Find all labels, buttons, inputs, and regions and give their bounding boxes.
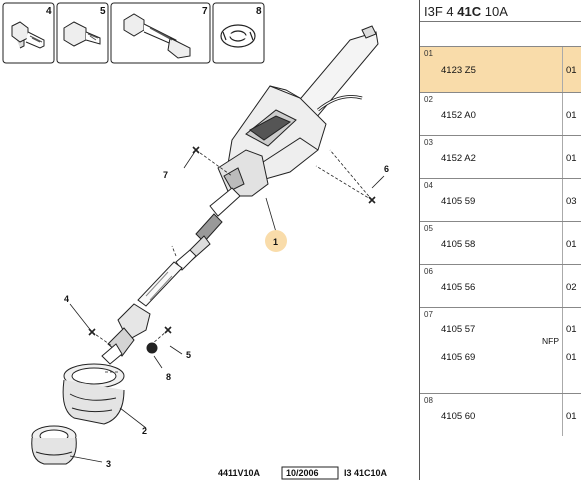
exploded-diagram: 4 5 7 8 <box>2 2 389 480</box>
row-quantity-alt: 01 <box>566 352 577 363</box>
thumbnail-labels: 4 5 7 8 <box>46 6 262 17</box>
bolt-long-icon <box>123 13 191 59</box>
parts-row[interactable]: 01 4123 Z5 01 <box>420 46 581 92</box>
reference-header: I3F 4 41C 10A <box>420 0 581 22</box>
row-index: 03 <box>424 138 433 147</box>
row-quantity: 02 <box>566 282 577 293</box>
row-part-number: 4105 58 <box>441 239 476 250</box>
parts-row[interactable]: 04 4105 59 03 <box>420 178 581 221</box>
bolt-hex-icon <box>63 21 101 47</box>
parts-row[interactable]: 03 4152 A2 01 <box>420 135 581 178</box>
column-divider <box>562 179 563 221</box>
label-3: 3 <box>106 459 111 469</box>
grommet <box>31 425 77 465</box>
header-suffix: 10A <box>484 4 508 19</box>
column-divider <box>562 308 563 393</box>
thumb-label-5: 5 <box>100 6 106 17</box>
row-quantity: 01 <box>566 411 577 422</box>
thumb-label-7: 7 <box>202 6 208 17</box>
row-quantity: 01 <box>566 324 577 335</box>
row-part-number: 4105 60 <box>441 411 476 422</box>
bolt-flange-icon <box>11 21 45 49</box>
row-note: NFP <box>542 336 559 346</box>
row-index: 02 <box>424 95 433 104</box>
row-index: 05 <box>424 224 433 233</box>
label-7: 7 <box>163 170 168 180</box>
parts-rows: 01 4123 Z5 01 02 4152 A0 01 03 4152 A2 01 04 4105 … <box>420 46 581 436</box>
row-part-number: 4123 Z5 <box>441 65 476 76</box>
thumbnail-boxes <box>2 2 265 64</box>
parts-row[interactable]: 06 4105 56 02 <box>420 264 581 307</box>
header-prefix: I3F 4 <box>424 4 454 19</box>
parts-row[interactable]: 05 4105 58 01 <box>420 221 581 264</box>
row-quantity: 01 <box>566 110 577 121</box>
row-index: 01 <box>424 49 433 58</box>
thumb-label-4: 4 <box>46 6 52 17</box>
x-markers <box>88 146 376 336</box>
label-5: 5 <box>186 350 191 360</box>
parts-row[interactable]: 08 4105 60 01 <box>420 393 581 436</box>
parts-list-panel: I3F 4 41C 10A 01 4123 Z5 01 02 4152 A0 01 03 41… <box>419 0 581 480</box>
thumb-label-8: 8 <box>256 6 262 17</box>
label-1: 1 <box>273 237 278 247</box>
row-quantity: 01 <box>566 239 577 250</box>
washer-icon <box>220 24 256 48</box>
row-part-number: 4152 A0 <box>441 110 476 121</box>
column-divider <box>562 136 563 178</box>
footer-code: I3 41C10A <box>344 468 388 478</box>
row-index: 07 <box>424 310 433 319</box>
column-divider <box>562 265 563 307</box>
boot-seal <box>62 363 125 425</box>
row-quantity: 01 <box>566 153 577 164</box>
steering-column <box>101 25 379 365</box>
label-6: 6 <box>384 164 389 174</box>
label-2: 2 <box>142 426 147 436</box>
row-part-number: 4105 59 <box>441 196 476 207</box>
row-part-number: 4105 57 <box>441 324 476 335</box>
row-part-number-alt: 4105 69 <box>441 352 476 363</box>
column-divider <box>562 222 563 264</box>
diagram-footer: 4411V10A 10/2006 I3 41C10A <box>218 466 388 480</box>
leader-lines <box>91 149 373 373</box>
row-part-number: 4105 56 <box>441 282 476 293</box>
row-quantity: 03 <box>566 196 577 207</box>
label-8: 8 <box>166 372 171 382</box>
callout-1-highlight <box>265 230 287 252</box>
row-index: 04 <box>424 181 433 190</box>
column-divider <box>562 47 563 92</box>
header-bold: 41C <box>457 4 482 19</box>
footer-date: 10/2006 <box>286 468 319 478</box>
row-index: 08 <box>424 396 433 405</box>
row-part-number: 4152 A2 <box>441 153 476 164</box>
column-divider <box>562 394 563 436</box>
part-labels: 1 2 3 4 5 6 7 8 <box>64 164 389 469</box>
row-quantity: 01 <box>566 65 577 76</box>
row-index: 06 <box>424 267 433 276</box>
label-4: 4 <box>64 294 69 304</box>
parts-row[interactable]: 02 4152 A0 01 <box>420 92 581 135</box>
column-divider <box>562 93 563 135</box>
footer-ref: 4411V10A <box>218 468 261 478</box>
